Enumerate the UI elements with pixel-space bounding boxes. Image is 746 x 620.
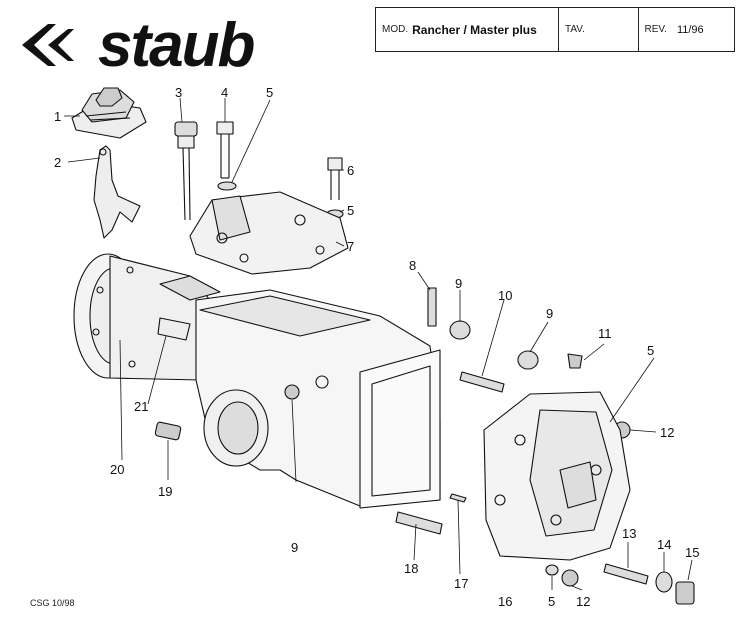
callout-17: 17	[454, 576, 468, 591]
rev-label: REV.	[644, 24, 667, 35]
logo-chevron-right	[48, 29, 74, 61]
mod-label: MOD.	[382, 24, 409, 35]
callout-6: 6	[347, 163, 354, 178]
callout-1: 1	[54, 109, 61, 124]
callout-10: 10	[498, 288, 512, 303]
callout-20: 20	[110, 462, 124, 477]
part-6-screw	[327, 157, 343, 200]
callout-14: 14	[657, 537, 671, 552]
rev-cell: REV. 11/96	[639, 8, 734, 51]
callout-16: 16	[498, 594, 512, 609]
part-11-plug	[567, 353, 583, 369]
callout-2: 2	[54, 155, 61, 170]
callout-4: 4	[221, 85, 228, 100]
callout-5-b: 5	[347, 203, 354, 218]
callout-3: 3	[175, 85, 182, 100]
part-15-nut	[675, 581, 695, 605]
model-cell: MOD. Rancher / Master plus	[376, 8, 559, 51]
part-16-rear-housing	[483, 391, 631, 561]
part-13-stud	[603, 563, 649, 585]
part-10-stud	[459, 371, 505, 393]
callout-18: 18	[404, 561, 418, 576]
tav-label: TAV.	[564, 24, 585, 35]
part-5-washer-d	[545, 564, 559, 576]
part-12-nut-b	[561, 569, 579, 587]
callout-9-a: 9	[455, 276, 462, 291]
logo-wordmark: staub	[98, 11, 254, 80]
callout-15: 15	[685, 545, 699, 560]
leader-lines	[64, 97, 693, 591]
callout-9-c: 9	[291, 540, 298, 555]
part-8-stud	[427, 287, 437, 327]
callout-5-a: 5	[266, 85, 273, 100]
title-block: MOD. Rancher / Master plus TAV. REV. 11/…	[375, 7, 735, 52]
part-17-pin	[449, 493, 467, 503]
callout-12-a: 12	[660, 425, 674, 440]
callouts: 1 2 3 4 5 6 5 7 8 9 10 9 11 5 12 20 21 1…	[54, 85, 699, 609]
callout-7: 7	[347, 239, 354, 254]
callout-21: 21	[134, 399, 148, 414]
rev-value: 11/96	[676, 23, 704, 36]
part-18-stud	[395, 511, 443, 535]
part-19-plug	[154, 421, 182, 441]
part-9-seal-a	[449, 320, 471, 340]
callout-8: 8	[409, 258, 416, 273]
callout-19: 19	[158, 484, 172, 499]
callout-11: 11	[598, 326, 612, 341]
logo-chevron-left	[22, 24, 56, 66]
part-3-breather	[174, 121, 198, 221]
tav-cell: TAV.	[559, 8, 639, 51]
part-9-seal-b	[517, 350, 539, 370]
callout-13: 13	[622, 526, 636, 541]
part-5-washer-a	[217, 181, 237, 191]
brand-logo: staub	[22, 11, 256, 80]
part-7-cover	[189, 191, 349, 275]
part-4-bolt	[216, 121, 234, 179]
callout-5-c: 5	[647, 343, 654, 358]
model-name: Rancher / Master plus	[412, 22, 537, 37]
callout-5-d: 5	[548, 594, 555, 609]
part-20-gearbox-housing	[73, 253, 441, 509]
part-14-washer	[655, 571, 673, 593]
drawing-code: CSG 10/98	[30, 598, 75, 608]
callout-12-b: 12	[576, 594, 590, 609]
part-1-boot	[71, 87, 147, 139]
part-2-fork	[93, 145, 141, 239]
callout-9-b: 9	[546, 306, 553, 321]
